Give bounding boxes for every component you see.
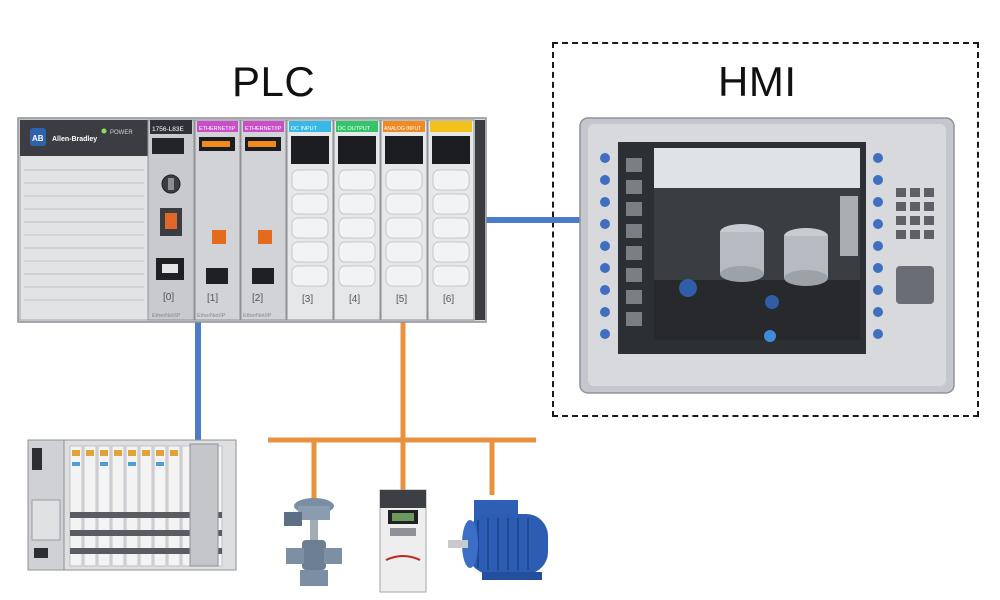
pump-icon (679, 279, 697, 297)
power-label: POWER (110, 130, 133, 136)
home-button-icon (764, 330, 776, 342)
module-header-5: ANALOG INPUT (384, 126, 421, 132)
hmi-title: HMI (718, 58, 797, 105)
hmi-boundary-frame (552, 42, 979, 417)
hmi-touch-panel-icon (579, 117, 955, 394)
rj45-port-icon (206, 268, 228, 284)
electric-motor-icon (448, 500, 548, 580)
control-valve-icon (284, 498, 342, 586)
pump-icon (765, 295, 779, 309)
slot-label-1: [1] (207, 293, 218, 304)
module-header-1: ETHERNET/IP (199, 126, 236, 132)
plc-title: PLC (232, 58, 316, 105)
process-tank-icon (720, 224, 764, 282)
plc-chassis-icon: AB Allen-Bradley POWER 1756-L83E (17, 117, 487, 323)
rj45-port-icon (252, 268, 274, 284)
port-icon (258, 230, 272, 244)
slot-label-3: [3] (302, 294, 313, 305)
port-icon (212, 230, 226, 244)
module-header-2: ETHERNET/IP (245, 126, 282, 132)
hmi-sidebar (626, 158, 642, 326)
slot-label-0: [0] (163, 292, 174, 303)
controller-footer-label: EtherNet/IP (152, 313, 181, 319)
variable-frequency-drive-icon (379, 489, 427, 593)
slot-label-6: [6] (443, 294, 454, 305)
brand-logo-text: AB (32, 134, 44, 143)
remote-io-rack-icon (27, 439, 237, 571)
io-module-6: [6] (427, 119, 475, 321)
controller-module: 1756-L83E [0] EtherNet/IP (147, 119, 195, 321)
slot-label-4: [4] (349, 294, 360, 305)
dc-output-module: DC OUTPUT [4] (333, 119, 381, 321)
slot-label-5: [5] (396, 294, 407, 305)
module-footer-1: EtherNet/IP (197, 313, 226, 319)
process-tank-icon (784, 228, 828, 286)
ethernet-module-1: ETHERNET/IP [1] EtherNet/IP (194, 119, 241, 321)
power-led-icon (101, 128, 107, 134)
module-header-4: DC OUTPUT (338, 126, 371, 132)
hmi-keypad (896, 188, 934, 304)
brand-name: Allen-Bradley (52, 136, 97, 143)
analog-input-module: ANALOG INPUT [5] (380, 119, 428, 321)
module-header-3: DC INPUT (291, 126, 318, 132)
module-footer-2: EtherNet/IP (243, 313, 272, 319)
controller-model-label: 1756-L83E (152, 126, 184, 133)
slot-label-2: [2] (252, 293, 263, 304)
ethernet-module-2: ETHERNET/IP [2] EtherNet/IP (240, 119, 287, 321)
dc-input-module: DC INPUT [3] (286, 119, 334, 321)
allen-bradley-logo-icon (30, 128, 46, 146)
